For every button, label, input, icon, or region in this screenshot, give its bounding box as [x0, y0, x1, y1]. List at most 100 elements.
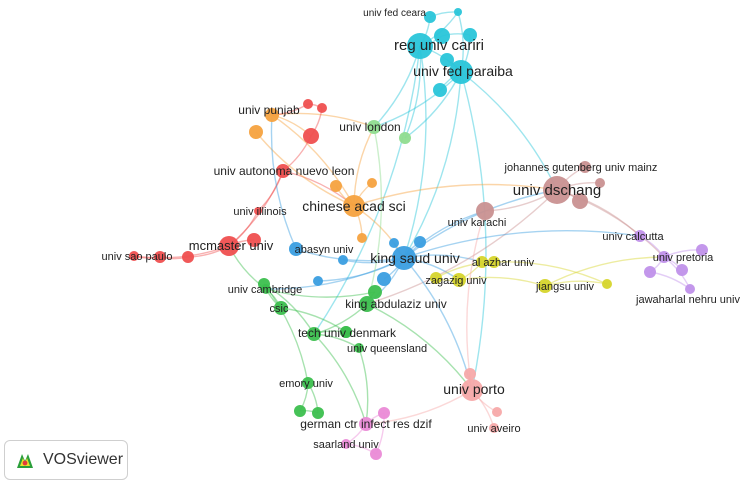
node-unlabeled[interactable]: [368, 285, 382, 299]
node-unlabeled[interactable]: [294, 405, 306, 417]
node-label[interactable]: univ fed paraiba: [413, 63, 513, 79]
node-label[interactable]: reg univ cariri: [394, 37, 484, 54]
node-label[interactable]: jiangsu univ: [535, 281, 595, 293]
node-label[interactable]: king abdulaziz univ: [345, 297, 446, 311]
node-univ-autonoma-nuevo-leon[interactable]: [276, 164, 290, 178]
node-univ-illinois[interactable]: [254, 207, 262, 215]
node-german-ctr-infect-res-dzif[interactable]: [359, 417, 373, 431]
node-label[interactable]: univ queensland: [347, 343, 427, 355]
node-unlabeled[interactable]: [247, 233, 261, 247]
node-univ-fed-ceara[interactable]: [454, 8, 462, 16]
node-unlabeled[interactable]: [389, 238, 399, 248]
node-unlabeled[interactable]: [696, 244, 708, 256]
node-label[interactable]: univ pretoria: [653, 252, 714, 264]
node-univ-punjab[interactable]: [265, 108, 279, 122]
node-unlabeled[interactable]: [377, 272, 391, 286]
node-univ-fed-paraiba[interactable]: [449, 60, 473, 84]
node-univ-porto[interactable]: [461, 379, 483, 401]
node-unlabeled[interactable]: [492, 407, 502, 417]
node-univ-karachi[interactable]: [476, 202, 494, 220]
node-jiangsu-univ[interactable]: [538, 279, 552, 293]
node-label[interactable]: emory univ: [279, 378, 333, 390]
node-unlabeled[interactable]: [430, 272, 442, 284]
node-unlabeled[interactable]: [182, 251, 194, 263]
node-univ-aveiro[interactable]: [489, 423, 499, 433]
node-unlabeled[interactable]: [463, 28, 477, 42]
node-label[interactable]: saarland univ: [313, 439, 379, 451]
node-unlabeled[interactable]: [313, 276, 323, 286]
node-unlabeled[interactable]: [644, 266, 656, 278]
node-unlabeled[interactable]: [595, 178, 605, 188]
node-label[interactable]: univ sao paulo: [102, 251, 173, 263]
node-univ-london[interactable]: [367, 120, 381, 134]
node-univ-sao-paulo[interactable]: [129, 251, 139, 261]
node-unlabeled[interactable]: [464, 368, 476, 380]
node-unlabeled[interactable]: [370, 448, 382, 460]
node-unlabeled[interactable]: [602, 279, 612, 289]
node-unlabeled[interactable]: [433, 83, 447, 97]
node-label[interactable]: german ctr infect res dzif: [300, 417, 432, 431]
node-saarland-univ[interactable]: [341, 439, 351, 449]
node-unlabeled[interactable]: [414, 236, 426, 248]
node-label[interactable]: csic: [270, 303, 289, 315]
node-label[interactable]: univ cambridge: [228, 284, 303, 296]
node-unlabeled[interactable]: [258, 278, 270, 290]
node-unlabeled[interactable]: [424, 11, 436, 23]
node-label[interactable]: univ fed ceara: [363, 8, 426, 19]
node-label[interactable]: chinese acad sci: [302, 198, 406, 214]
node-unlabeled[interactable]: [312, 407, 324, 419]
node-unlabeled[interactable]: [367, 178, 377, 188]
node-label[interactable]: univ dschang: [513, 182, 601, 199]
node-unlabeled[interactable]: [330, 180, 342, 192]
node-mcmaster-univ[interactable]: [219, 236, 239, 256]
node-unlabeled[interactable]: [154, 251, 166, 263]
node-zagazig-univ[interactable]: [452, 273, 466, 287]
node-abasyn-univ[interactable]: [289, 242, 303, 256]
node-unlabeled[interactable]: [249, 125, 263, 139]
node-label[interactable]: univ punjab: [238, 103, 300, 117]
node-king-saud-univ[interactable]: [392, 246, 416, 270]
node-unlabeled[interactable]: [357, 233, 367, 243]
node-reg-univ-cariri[interactable]: [407, 33, 433, 59]
node-unlabeled[interactable]: [488, 256, 500, 268]
node-label[interactable]: tech univ denmark: [298, 326, 397, 340]
node-king-abdulaziz-univ[interactable]: [359, 296, 375, 312]
node-label[interactable]: mcmaster univ: [189, 238, 274, 253]
node-jawaharlal-nehru-univ[interactable]: [685, 284, 695, 294]
node-label[interactable]: univ aveiro: [467, 423, 520, 435]
node-label[interactable]: johannes gutenberg univ mainz: [504, 162, 658, 174]
node-unlabeled[interactable]: [572, 193, 588, 209]
node-johannes-gutenberg-univ-mainz[interactable]: [579, 161, 591, 173]
node-unlabeled[interactable]: [399, 132, 411, 144]
node-unlabeled[interactable]: [676, 264, 688, 276]
node-univ-pretoria[interactable]: [658, 251, 670, 263]
node-univ-calcutta[interactable]: [634, 230, 646, 242]
node-label[interactable]: univ karachi: [448, 217, 507, 229]
node-unlabeled[interactable]: [440, 53, 454, 67]
node-unlabeled[interactable]: [317, 103, 327, 113]
node-label[interactable]: zagazig univ: [425, 275, 487, 287]
node-csic[interactable]: [274, 301, 288, 315]
node-label[interactable]: univ calcutta: [602, 231, 664, 243]
node-unlabeled[interactable]: [340, 326, 352, 338]
node-chinese-acad-sci[interactable]: [343, 195, 365, 217]
node-label[interactable]: univ illinois: [233, 206, 287, 218]
node-unlabeled[interactable]: [303, 99, 313, 109]
node-univ-queensland[interactable]: [354, 343, 364, 353]
node-label[interactable]: jawaharlal nehru univ: [635, 294, 740, 306]
node-unlabeled[interactable]: [434, 28, 450, 44]
node-label[interactable]: king saud univ: [370, 250, 460, 266]
node-label[interactable]: al azhar univ: [472, 257, 535, 269]
node-unlabeled[interactable]: [378, 407, 390, 419]
node-unlabeled[interactable]: [338, 255, 348, 265]
node-label[interactable]: univ autonoma nuevo leon: [214, 164, 355, 178]
node-tech-univ-denmark[interactable]: [307, 327, 321, 341]
node-label[interactable]: univ london: [339, 120, 400, 134]
node-label[interactable]: univ porto: [443, 381, 505, 397]
node-label[interactable]: abasyn univ: [295, 244, 354, 256]
node-emory-univ[interactable]: [302, 377, 314, 389]
node-univ-dschang[interactable]: [543, 176, 571, 204]
node-unlabeled[interactable]: [303, 128, 319, 144]
node-al-azhar-univ[interactable]: [476, 256, 488, 268]
